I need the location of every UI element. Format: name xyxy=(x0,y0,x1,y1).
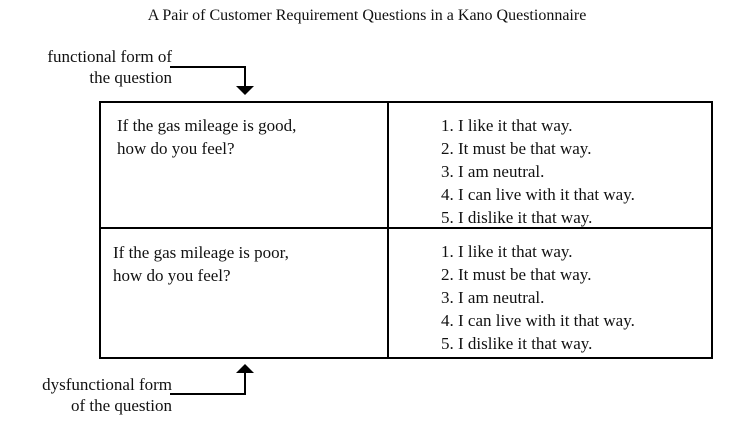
answer-option: 5. I dislike it that way. xyxy=(441,208,593,227)
question-line: If the gas mileage is good, xyxy=(117,116,297,135)
dysfunctional-label-line: of the question xyxy=(70,396,172,415)
functional-answers: 1. I like it that way. 2. It must be tha… xyxy=(441,114,635,229)
arrow-down-icon xyxy=(236,86,254,95)
answer-option: 3. I am neutral. xyxy=(441,162,545,181)
question-table xyxy=(99,101,713,359)
answer-option: 4. I can live with it that way. xyxy=(441,185,635,204)
functional-question: If the gas mileage is good, how do you f… xyxy=(117,114,296,160)
functional-label-line: functional form of xyxy=(47,47,172,66)
dysfunctional-label-line: dysfunctional form xyxy=(42,375,172,394)
question-line: how do you feel? xyxy=(113,266,231,285)
answer-option: 3. I am neutral. xyxy=(441,288,545,307)
dysfunctional-connector xyxy=(244,372,246,394)
dysfunctional-label: dysfunctional form of the question xyxy=(42,374,172,416)
question-line: If the gas mileage is poor, xyxy=(113,243,289,262)
dysfunctional-answers: 1. I like it that way. 2. It must be tha… xyxy=(441,240,635,355)
answer-option: 1. I like it that way. xyxy=(441,242,573,261)
dysfunctional-question: If the gas mileage is poor, how do you f… xyxy=(113,241,289,287)
arrow-up-icon xyxy=(236,364,254,373)
answer-option: 4. I can live with it that way. xyxy=(441,311,635,330)
functional-connector xyxy=(170,66,246,68)
row-divider xyxy=(99,227,713,229)
answer-option: 2. It must be that way. xyxy=(441,265,592,284)
functional-connector xyxy=(244,66,246,88)
diagram-title: A Pair of Customer Requirement Questions… xyxy=(147,7,587,24)
answer-option: 1. I like it that way. xyxy=(441,116,573,135)
functional-label: functional form of the question xyxy=(47,46,172,88)
dysfunctional-connector xyxy=(170,393,246,395)
answer-option: 5. I dislike it that way. xyxy=(441,334,593,353)
question-line: how do you feel? xyxy=(117,139,235,158)
functional-label-line: the question xyxy=(89,68,172,87)
column-divider xyxy=(387,101,389,359)
answer-option: 2. It must be that way. xyxy=(441,139,592,158)
